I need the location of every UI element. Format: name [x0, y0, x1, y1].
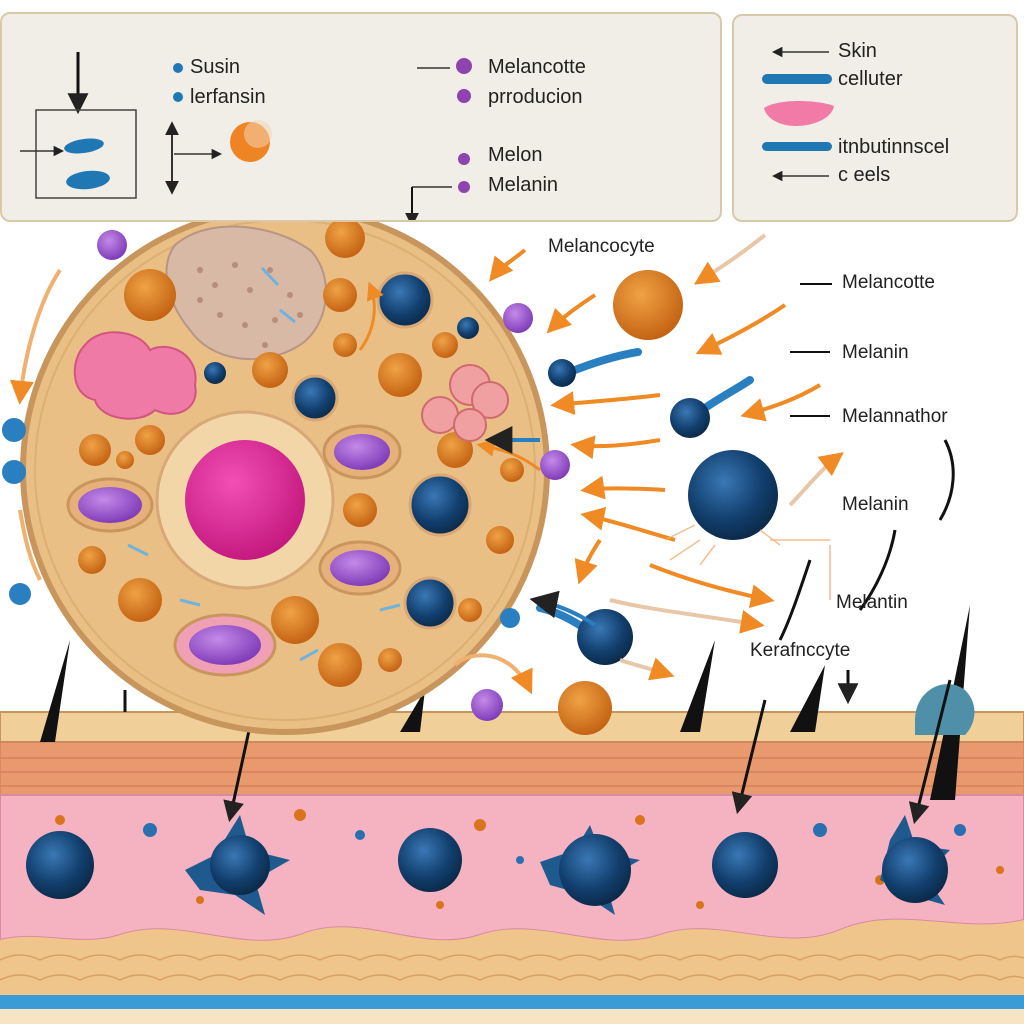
nucleus [185, 440, 305, 560]
legend-left-graphics [20, 52, 472, 220]
legend-label-celluter: celluter [838, 68, 903, 90]
legend-label-susin: Susin [190, 56, 241, 78]
skin-bump [915, 684, 975, 735]
cell-granules [78, 218, 524, 687]
basal-layer [0, 794, 1024, 942]
callout-melantin: Melantin [836, 592, 908, 613]
legend-label-lerfansin: lerfansin [190, 86, 266, 108]
legend-label-skin: Skin [838, 40, 877, 62]
epidermis-stripes [0, 757, 1024, 787]
basal-melanocyte [882, 837, 948, 903]
basal-melanocyte [712, 832, 778, 898]
basal-melanocyte [559, 834, 631, 906]
cell-melanosomes [204, 271, 479, 630]
callout-melanin-2: Melanin [842, 494, 909, 515]
legend-panel-right: Skin celluter itnbutinnscel c eels [732, 14, 1018, 222]
callout-curves [778, 439, 955, 705]
lysosome-cluster [421, 364, 509, 442]
released-melanosomes [536, 348, 778, 665]
legend-label-c-eels: c eels [838, 164, 891, 186]
basal-melanocyte [210, 835, 270, 895]
dermis-cells [0, 954, 1024, 981]
golgi-texture [197, 262, 303, 348]
legend-label-melon: Melon [488, 144, 543, 166]
endoplasmic-reticulum [73, 331, 197, 420]
glow-rays [664, 524, 831, 600]
lower-tissue [0, 1009, 1024, 1024]
blue-arrows [484, 426, 597, 627]
stratum-corneum [0, 711, 1024, 743]
legend-label-prroducion: prroducion [488, 86, 583, 108]
callout-melanin-1: Melanin [842, 342, 909, 363]
skin-cross-section [0, 605, 1024, 1024]
melanocyte-cell [20, 205, 550, 735]
legend-label-itnbutinnscel: itnbutinnscel [838, 136, 950, 158]
callout-leader-lines [790, 283, 832, 417]
legend-label-melancotte: Melancotte [488, 56, 586, 78]
cytoskeleton [127, 266, 401, 662]
callout-melancotte: Melancotte [842, 272, 935, 293]
callout-keratinocyte: Kerafnccyte [750, 640, 851, 661]
legend-label-melanin: Melanin [488, 174, 559, 196]
legend-right-graphics [762, 46, 834, 182]
basal-melanocytes [26, 815, 950, 915]
callout-melanocyte-top: Melancocyte [548, 236, 655, 257]
free-particles [2, 230, 683, 735]
golgi-apparatus [165, 225, 327, 361]
callout-melannathor: Melannathor [842, 406, 948, 427]
blood-vessel-band [0, 995, 1024, 1009]
basal-melanocyte [26, 831, 94, 899]
basal-melanocyte [398, 828, 462, 892]
cell-vesicles [66, 424, 402, 677]
legend-panel-left: Susin lerfansin Melancotte prroducion Me… [0, 12, 722, 222]
basal-granules [55, 809, 1004, 909]
